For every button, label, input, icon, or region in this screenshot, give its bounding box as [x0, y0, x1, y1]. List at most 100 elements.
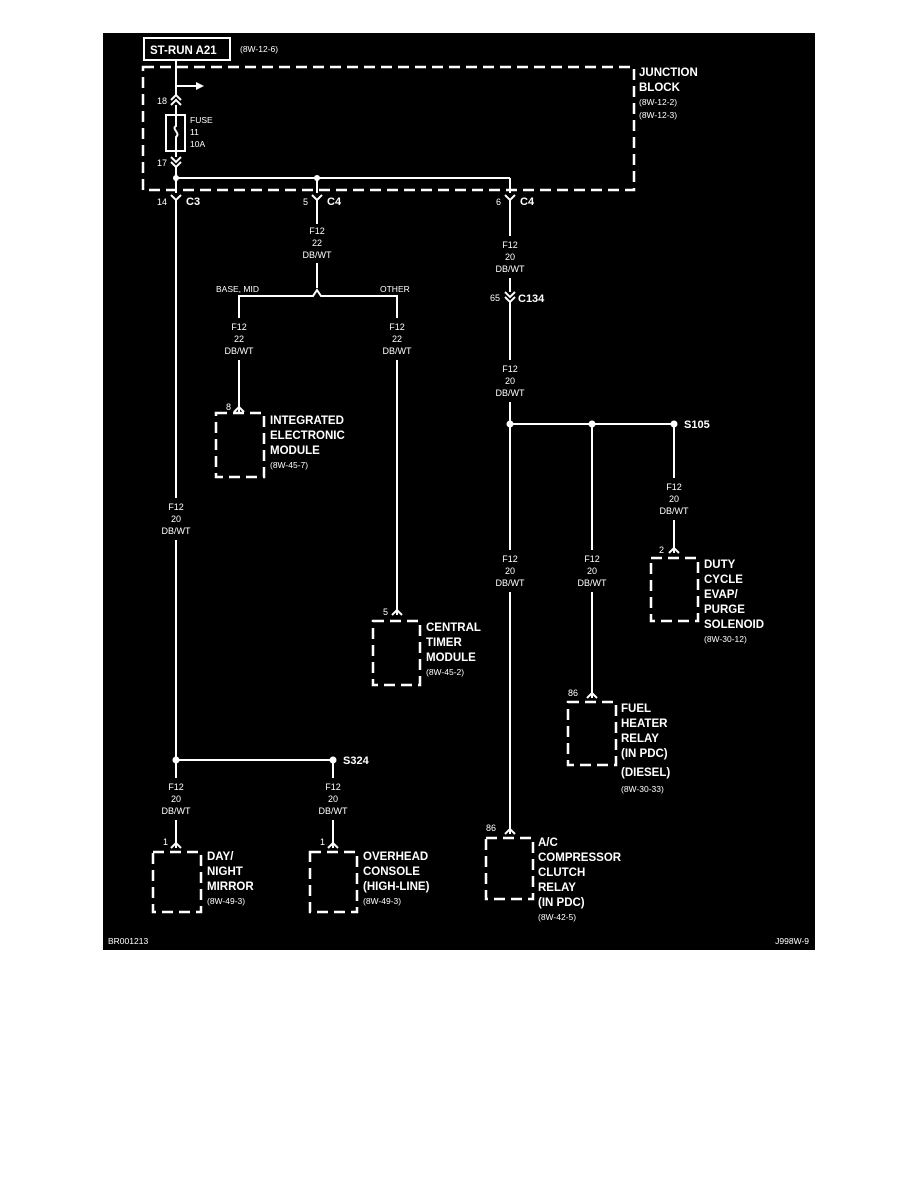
fuel-pin: 86 — [568, 688, 578, 698]
wire-label: DB/WT — [162, 806, 191, 816]
branch-bracket — [238, 288, 398, 307]
footer-left-id: BR001213 — [108, 936, 148, 946]
junction-block-ref-1: (8W-12-2) — [639, 97, 677, 107]
mirror-label-3: MIRROR — [207, 881, 254, 893]
s105-label: S105 — [684, 419, 710, 431]
iem-box — [214, 411, 266, 479]
evap-label-3: EVAP/ — [704, 589, 738, 601]
ac-pin-icon — [504, 827, 516, 835]
junction-block-label: JUNCTION — [639, 67, 698, 79]
evap-ref: (8W-30-12) — [704, 634, 747, 644]
ctm-label-3: MODULE — [426, 652, 476, 664]
c3-pin: 14 — [157, 197, 167, 207]
fuel-label-4: (IN PDC) — [621, 748, 668, 760]
ac-pin: 86 — [486, 823, 496, 833]
ac-ref: (8W-42-5) — [538, 912, 576, 922]
c4a-name: C4 — [327, 196, 342, 208]
iem-pin-icon — [233, 405, 245, 413]
wire-label: F12 — [325, 782, 341, 792]
wire-label: 22 — [234, 334, 244, 344]
console-box — [308, 850, 359, 914]
bus-splice-dot — [173, 175, 179, 181]
mirror-pin: 1 — [163, 837, 168, 847]
diagram-panel — [103, 33, 815, 950]
wire-label: DB/WT — [496, 578, 525, 588]
source-ref: (8W-12-6) — [240, 44, 278, 54]
feed-arrow-icon — [196, 82, 204, 90]
wire-label: 20 — [669, 494, 679, 504]
fuse-element-icon — [173, 115, 179, 151]
iem-label-1: INTEGRATED — [270, 415, 344, 427]
wire-label: F12 — [666, 482, 682, 492]
source-label: ST-RUN A21 — [150, 45, 217, 57]
wire-label: DB/WT — [496, 388, 525, 398]
wire-label: F12 — [502, 240, 518, 250]
iem-label-2: ELECTRONIC — [270, 430, 345, 442]
evap-label-2: CYCLE — [704, 574, 743, 586]
wire-label: 20 — [171, 794, 181, 804]
fuse-label-3: 10A — [190, 139, 205, 149]
branch-other-label: OTHER — [380, 284, 410, 294]
wire-label: 22 — [392, 334, 402, 344]
ctm-label-1: CENTRAL — [426, 622, 481, 634]
mirror-ref: (8W-49-3) — [207, 896, 245, 906]
evap-label-1: DUTY — [704, 559, 736, 571]
console-pin: 1 — [320, 837, 325, 847]
console-label-2: CONSOLE — [363, 866, 420, 878]
c3-name: C3 — [186, 196, 200, 208]
wire-label: F12 — [584, 554, 600, 564]
evap-pin-icon — [668, 546, 680, 554]
ctm-ref: (8W-45-2) — [426, 667, 464, 677]
console-pin-icon — [327, 841, 339, 849]
wire-label: F12 — [389, 322, 405, 332]
fuel-box — [566, 700, 618, 767]
wire-label: F12 — [168, 502, 184, 512]
wire-label: DB/WT — [162, 526, 191, 536]
console-label-3: (HIGH-LINE) — [363, 881, 430, 893]
ac-label-3: CLUTCH — [538, 867, 585, 879]
wire-label: F12 — [168, 782, 184, 792]
evap-label-5: SOLENOID — [704, 619, 764, 631]
ac-label-1: A/C — [538, 837, 558, 849]
fuse-pin-out: 17 — [157, 158, 167, 168]
fuse-out-chevron-icon — [170, 156, 182, 164]
ac-label-5: (IN PDC) — [538, 897, 585, 909]
wire-label: DB/WT — [319, 806, 348, 816]
branch-base-mid-label: BASE, MID — [216, 284, 259, 294]
console-ref: (8W-49-3) — [363, 896, 401, 906]
c134-name: C134 — [518, 293, 545, 305]
evap-box — [649, 556, 700, 623]
fuse-in-chevron-icon-2 — [170, 98, 182, 106]
ac-label-4: RELAY — [538, 882, 576, 894]
ctm-label-2: TIMER — [426, 637, 462, 649]
evap-label-4: PURGE — [704, 604, 745, 616]
c134-pin: 65 — [490, 293, 500, 303]
junction-block-ref-2: (8W-12-3) — [639, 110, 677, 120]
wire-label: DB/WT — [578, 578, 607, 588]
ac-box — [484, 836, 535, 901]
wire-label: DB/WT — [496, 264, 525, 274]
ctm-box — [371, 619, 422, 687]
fuel-label-3: RELAY — [621, 733, 659, 745]
wire-label: DB/WT — [660, 506, 689, 516]
wire-label: DB/WT — [383, 346, 412, 356]
wire-label: F12 — [231, 322, 247, 332]
mirror-label-2: NIGHT — [207, 866, 243, 878]
wire-label: F12 — [502, 364, 518, 374]
junction-block-outline — [141, 65, 636, 192]
c134-connector-icon — [504, 291, 516, 299]
wire-label: 20 — [587, 566, 597, 576]
fuel-label-5: (DIESEL) — [621, 767, 670, 779]
fuel-label-2: HEATER — [621, 718, 668, 730]
fuel-label-1: FUEL — [621, 703, 651, 715]
c4b-pin: 6 — [496, 197, 501, 207]
mirror-pin-icon — [170, 841, 182, 849]
mirror-box — [151, 850, 203, 914]
evap-pin: 2 — [659, 545, 664, 555]
fuse-pin-in: 18 — [157, 96, 167, 106]
ctm-pin: 5 — [383, 607, 388, 617]
fuel-pin-icon — [586, 691, 598, 699]
wire-label: 22 — [312, 238, 322, 248]
wire-label: F12 — [309, 226, 325, 236]
junction-block-label-2: BLOCK — [639, 82, 681, 94]
